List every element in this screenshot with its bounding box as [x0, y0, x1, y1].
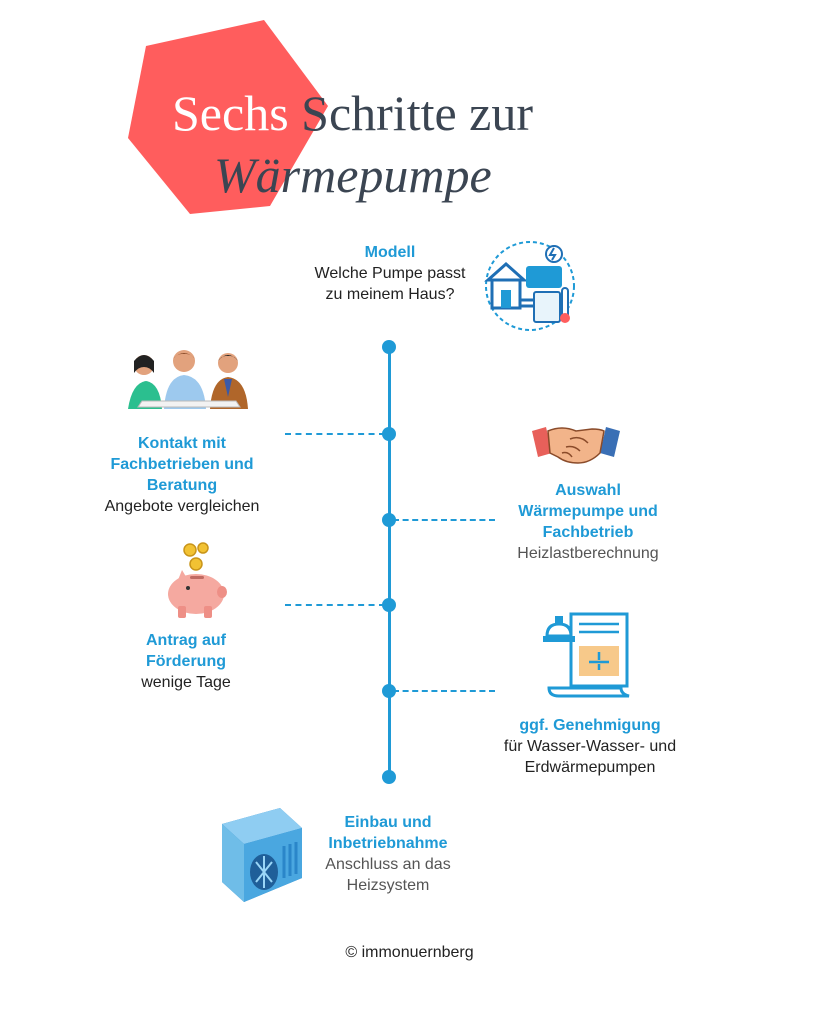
timeline-dot-1: [382, 340, 396, 354]
connector-5: [393, 690, 495, 692]
step-1-title: Modell: [364, 244, 416, 261]
people-meeting-icon: [128, 350, 248, 409]
piggy-bank-icon: [168, 542, 227, 618]
timeline-line: [388, 347, 391, 779]
outdoor-unit-icon: [222, 808, 302, 902]
step-3-subtitle: Heizlastberechnung: [517, 545, 659, 562]
step-4: Antrag auf Förderung wenige Tage: [100, 630, 272, 693]
permit-document-icon: [543, 612, 630, 698]
step-6: Einbau und Inbetriebnahme Anschluss an d…: [306, 812, 470, 896]
step-3-title: Auswahl Wärmepumpe und Fachbetrieb: [518, 482, 658, 541]
copyright-footer: © immonuernberg: [345, 944, 474, 961]
step-2-title: Kontakt mit Fachbetrieben und Beratung: [110, 435, 254, 494]
title-line2-text: Wärmepumpe: [214, 147, 492, 203]
step-1-subtitle: Welche Pumpe passt zu meinem Haus?: [314, 265, 466, 303]
step-4-subtitle: wenige Tage: [141, 674, 231, 691]
timeline-dot-3: [382, 513, 396, 527]
connector-4: [285, 604, 385, 606]
step-5-title: ggf. Genehmigung: [519, 717, 661, 734]
step-2: Kontakt mit Fachbetrieben und Beratung A…: [86, 433, 278, 517]
title-rest: Schritte zur: [288, 85, 534, 141]
timeline-dot-2: [382, 427, 396, 441]
page-title-line2: Wärmepumpe: [214, 150, 492, 200]
step-4-title: Antrag auf Förderung: [146, 632, 226, 670]
handshake-icon: [532, 427, 620, 464]
connector-2: [285, 433, 385, 435]
title-accent-word: Sechs: [172, 85, 289, 141]
step-5-subtitle: für Wasser-Wasser- und Erdwärmepumpen: [503, 738, 677, 776]
connector-3: [393, 519, 495, 521]
timeline-dot-5: [382, 684, 396, 698]
timeline-dot-6: [382, 770, 396, 784]
step-6-title: Einbau und Inbetriebnahme: [328, 814, 448, 852]
step-6-subtitle: Anschluss an das Heizsystem: [325, 856, 451, 894]
page-title-line1: Sechs Schritte zur: [172, 88, 533, 138]
step-1: Modell Welche Pumpe passt zu meinem Haus…: [300, 242, 480, 305]
timeline-dot-4: [382, 598, 396, 612]
step-3: Auswahl Wärmepumpe und Fachbetrieb Heizl…: [488, 480, 688, 564]
step-2-subtitle: Angebote vergleichen: [104, 498, 260, 515]
step-5: ggf. Genehmigung für Wasser-Wasser- und …: [494, 715, 686, 778]
title-hexagon: [128, 20, 328, 214]
house-heatpump-icon: [484, 241, 575, 331]
